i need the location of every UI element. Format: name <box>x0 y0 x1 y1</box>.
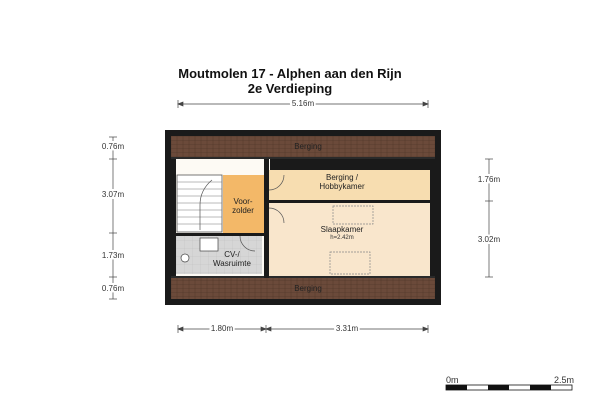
wall-left-inner <box>171 159 176 276</box>
dim-left-4: 0.76m <box>102 284 125 293</box>
wall-hobby-bedroom <box>269 200 430 203</box>
roof-slope-bottom <box>171 278 435 299</box>
stair <box>176 174 223 233</box>
washbasin-icon <box>199 237 219 252</box>
label-berging-bottom: Berging <box>294 284 322 293</box>
door-cv <box>239 235 256 252</box>
wall-right-inner <box>430 159 435 276</box>
door-hobbykamer <box>268 174 285 191</box>
label-hobby-2: Hobbykamer <box>319 182 365 191</box>
wall-vertical <box>264 159 269 278</box>
label-voorzolder-2: zolder <box>232 206 254 215</box>
door-slaapkamer <box>268 207 285 224</box>
wall-utility <box>171 233 264 236</box>
scale-bar <box>445 384 573 391</box>
dim-left-1: 0.76m <box>102 142 125 151</box>
dimension-left <box>109 136 117 300</box>
roof-slope-top <box>171 136 435 157</box>
label-voorzolder-1: Voor- <box>233 197 252 206</box>
dimension-right <box>485 158 493 278</box>
kneewall-top <box>171 157 435 159</box>
slaapkamer-floor <box>269 203 430 276</box>
dim-right-2: 3.02m <box>478 235 501 244</box>
voorzolder-floor <box>223 175 264 233</box>
plan-subtitle: 2e Verdieping <box>247 81 333 96</box>
label-slaapkamer-height: h=2.42m <box>330 235 354 241</box>
scale-start: 0m <box>446 375 459 385</box>
dimension-top <box>177 100 429 108</box>
cv-wasruimte-floor <box>176 236 262 274</box>
label-cv-2: Wasruimte <box>213 259 251 268</box>
skylight-top <box>332 205 374 225</box>
dim-right-1: 1.76m <box>478 175 501 184</box>
kneewall-bottom <box>171 276 435 278</box>
dim-left-3: 1.73m <box>102 251 125 260</box>
boiler-icon <box>180 253 190 263</box>
dimension-bottom <box>177 325 429 333</box>
scale-end: 2.5m <box>554 375 574 385</box>
skylight-bottom <box>329 251 371 275</box>
plan-title: Moutmolen 17 - Alphen aan den Rijn <box>178 66 402 81</box>
hobbykamer-floor <box>269 170 430 200</box>
label-hobby-1: Berging / <box>326 173 359 182</box>
dim-bottom-left: 1.80m <box>211 324 234 333</box>
label-berging-top: Berging <box>294 142 322 151</box>
label-slaapkamer: Slaapkamer <box>321 225 364 234</box>
label-cv-1: CV-/ <box>224 250 240 259</box>
dim-bottom-right: 3.31m <box>336 324 359 333</box>
dim-left-2: 3.07m <box>102 190 125 199</box>
dim-top-width: 5.16m <box>292 99 315 108</box>
